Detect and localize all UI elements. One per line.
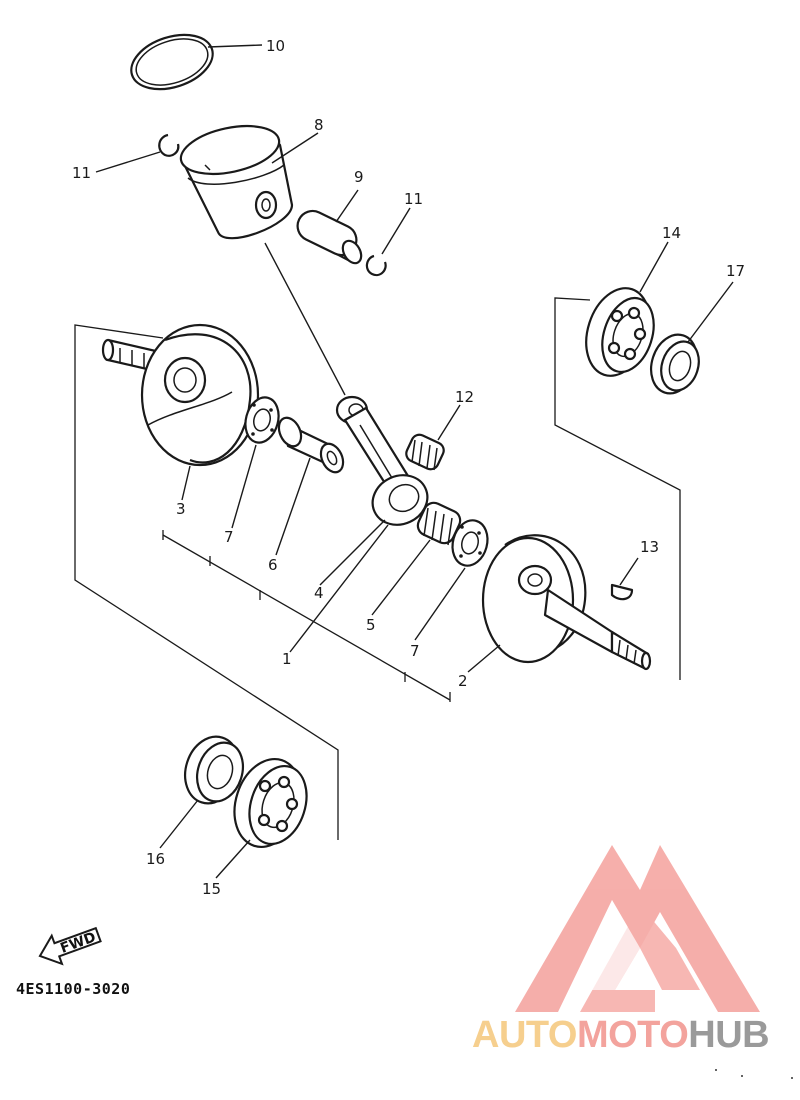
callout-7-right: 7	[410, 642, 420, 660]
circlip-11-left	[158, 133, 180, 157]
forward-arrow: FWD	[38, 926, 102, 966]
leader-lines	[95, 44, 734, 879]
forward-arrow-label: FWD	[58, 929, 98, 957]
needle-bearing-5	[416, 501, 462, 546]
washer-7-left	[244, 396, 280, 444]
callout-12: 12	[455, 388, 474, 406]
callout-9: 9	[354, 168, 364, 186]
assembly-bracket-left	[74, 324, 451, 840]
callout-5: 5	[366, 616, 376, 634]
callout-15: 15	[202, 880, 221, 898]
wordmark-part-moto: MOTO	[576, 1014, 689, 1056]
oil-seal-16	[184, 735, 244, 805]
diagram-code: 4ES1100-3020	[16, 980, 131, 998]
piston-8	[179, 125, 294, 240]
callout-16: 16	[146, 850, 165, 868]
assembly-bracket-right	[554, 297, 681, 680]
circlip-11-right	[365, 254, 387, 277]
callout-13: 13	[640, 538, 659, 556]
callout-8: 8	[314, 116, 324, 134]
callout-7-left: 7	[224, 528, 234, 546]
washer-7-right	[451, 519, 489, 567]
callout-6: 6	[268, 556, 278, 574]
callout-10: 10	[266, 37, 285, 55]
connecting-rod-4	[335, 395, 429, 526]
crank-wheel-3	[101, 323, 260, 467]
callout-17: 17	[726, 262, 745, 280]
callout-11-right: 11	[404, 190, 423, 208]
piston-ring-10	[130, 33, 214, 91]
callout-numbers: 10 8 11 9 11 14 17 12 3 7 13 6 4 5 7 1 2…	[72, 37, 745, 898]
watermark-logo	[515, 845, 760, 1012]
crank-pin-6	[277, 416, 345, 474]
needle-bearing-12	[405, 433, 445, 471]
watermark-wordmark: AUTOMOTOHUB	[472, 1014, 770, 1057]
oil-seal-17	[650, 333, 700, 395]
callout-1: 1	[282, 650, 292, 668]
crank-wheel-2	[481, 534, 652, 671]
wordmark-part-hub: HUB	[688, 1014, 770, 1056]
callout-11-left: 11	[72, 164, 91, 182]
callout-2: 2	[458, 672, 468, 690]
piston-pin-9	[296, 209, 363, 265]
callout-4: 4	[314, 584, 324, 602]
wordmark-part-auto: AUTO	[472, 1014, 577, 1056]
callout-14: 14	[662, 224, 681, 242]
woodruff-key-13	[610, 583, 634, 601]
bearing-14	[585, 287, 655, 377]
bearing-15	[233, 757, 308, 849]
callout-3: 3	[176, 500, 186, 518]
